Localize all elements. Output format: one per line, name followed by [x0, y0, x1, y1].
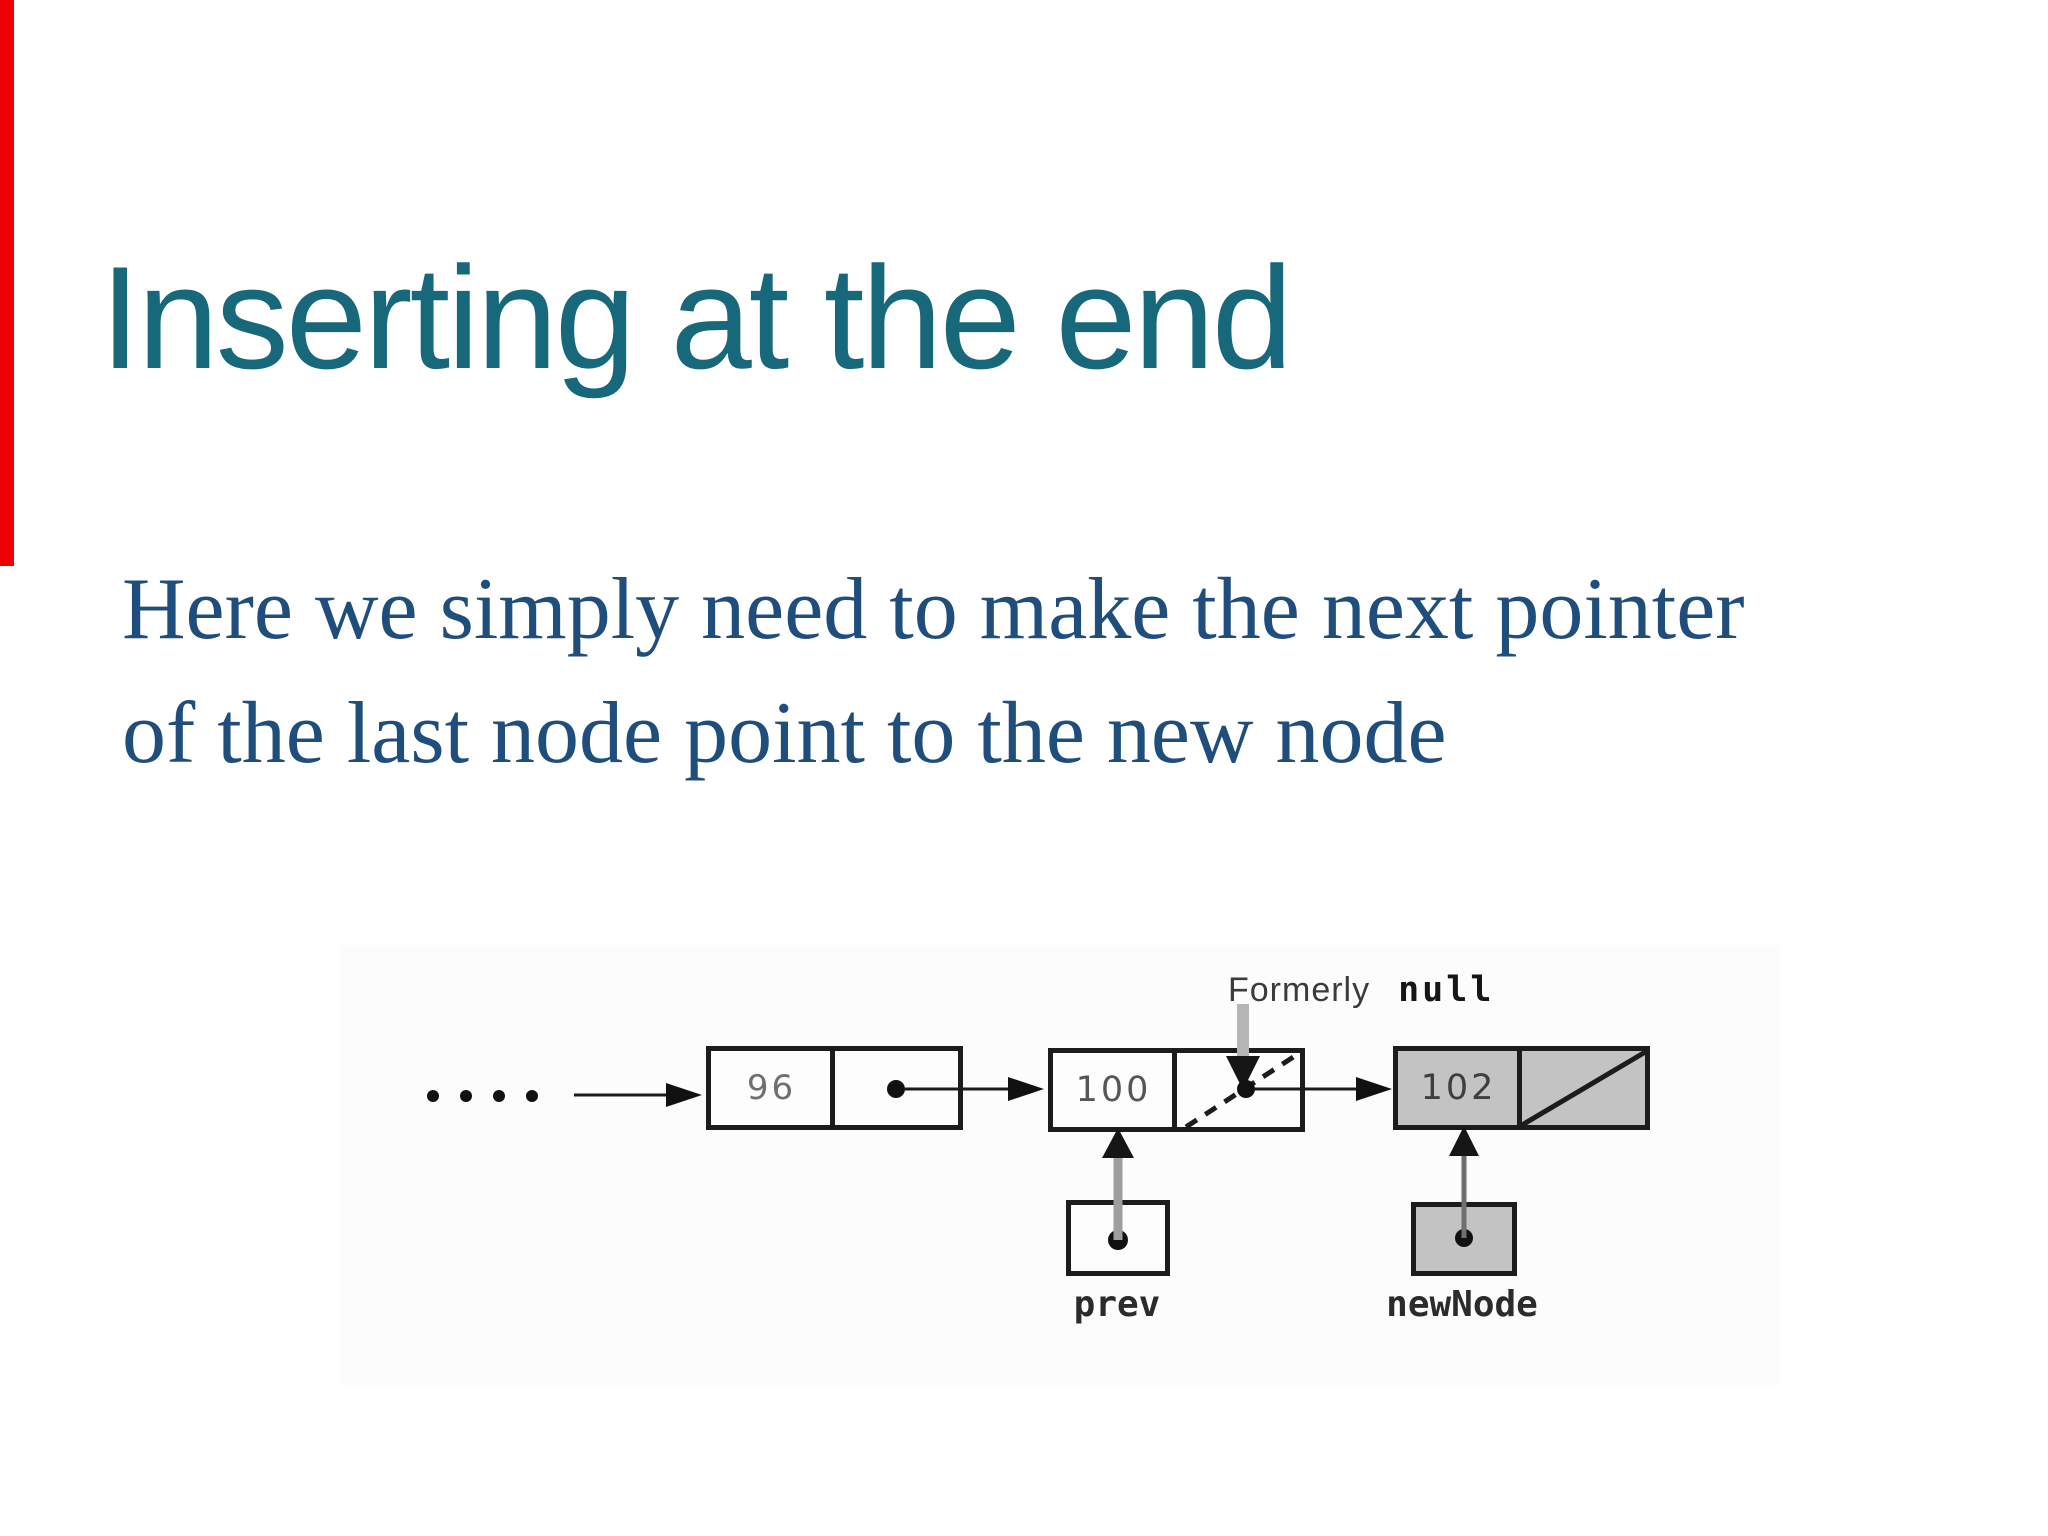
newnode-label: newNode [1386, 1284, 1538, 1325]
node-box-96: 96 [706, 1046, 963, 1130]
cell-divider [1172, 1053, 1178, 1127]
prev-pointer-box [1066, 1200, 1170, 1276]
figure-background [340, 945, 1780, 1385]
body-line-2: of the last node point to the new node [122, 685, 1447, 782]
body-text: Here we simply need to make the next poi… [122, 548, 1745, 796]
formerly-null-caption: Formerly null [1228, 970, 1494, 1010]
node-box-102: 102 [1393, 1046, 1650, 1130]
null-keyword: null [1398, 970, 1495, 1010]
node-box-100: 100 [1048, 1048, 1305, 1132]
node-value-100: 100 [1075, 1070, 1152, 1110]
body-line-1: Here we simply need to make the next poi… [122, 561, 1745, 658]
slide-title: Inserting at the end [100, 236, 1293, 399]
prev-label: prev [1073, 1284, 1161, 1325]
node-value-102: 102 [1420, 1068, 1497, 1108]
cell-divider [1517, 1051, 1523, 1125]
node-value-96: 96 [746, 1068, 797, 1108]
formerly-text: Formerly [1228, 971, 1371, 1009]
newnode-pointer-box [1411, 1202, 1517, 1276]
red-edge-bar [0, 0, 14, 566]
cell-divider [830, 1051, 836, 1125]
